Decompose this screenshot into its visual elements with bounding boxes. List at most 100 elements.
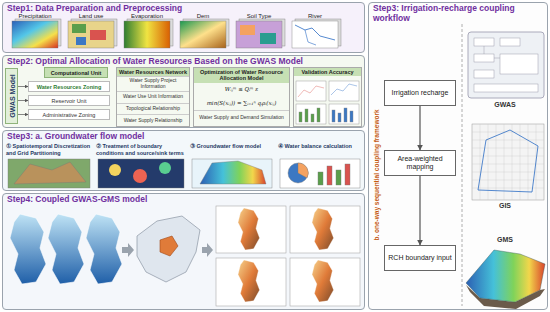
input-thumbnail-part	[124, 21, 170, 48]
image-label: Land use	[79, 13, 104, 19]
workflow-figure-part	[472, 124, 544, 200]
process-box: Area-weighted mapping	[384, 150, 456, 176]
validation-chart-part	[296, 104, 326, 124]
groundwater-figure-part	[327, 166, 332, 185]
image-label: Dem	[197, 13, 210, 19]
validation-chart	[296, 81, 359, 124]
groundwater-figure-part	[200, 161, 266, 184]
validation-chart-part	[317, 108, 320, 122]
node-text: ② Treatment of boundary conditions and s…	[96, 143, 186, 156]
groundwater-figure-part	[14, 162, 86, 184]
groundwater-figure-part	[280, 159, 360, 188]
step-item: ② Treatment of boundary conditions and s…	[96, 143, 186, 158]
input-thumbnail-part	[260, 33, 276, 44]
node-subtext: Water Use Unit Information	[117, 91, 189, 103]
groundwater-figure-part	[298, 163, 308, 178]
connector-arrow	[18, 86, 28, 87]
validation-chart-part	[299, 112, 302, 122]
groundwater-figure-part	[159, 162, 171, 174]
zone-item: Water Resources Zoning	[28, 81, 110, 92]
node-text: GWAS Model	[8, 74, 15, 118]
workflow-figure-part	[474, 38, 494, 46]
node-text: ① Spatiotemporal Discretization and Grid…	[6, 143, 92, 156]
validation-chart-part	[298, 86, 324, 97]
input-thumbnail-part	[292, 21, 338, 48]
input-thumbnail-part	[76, 37, 86, 45]
workflow-figure-part	[494, 58, 500, 59]
node-text: Step4: Coupled GWAS-GMS model	[3, 194, 364, 206]
zone-item: Reservoir Unit	[28, 95, 110, 106]
workflow-figure-part	[462, 24, 463, 306]
groundwater-figure-part	[98, 159, 184, 188]
image-label: Evaporation	[131, 13, 163, 19]
groundwater-figure-part	[109, 164, 121, 176]
validation-chart-part	[332, 110, 335, 122]
groundwater-figure-part	[318, 172, 323, 185]
groundwater-figure-part	[345, 164, 350, 185]
table-column: Optimization of Water Resource Allocatio…	[193, 67, 290, 127]
node-text: Step3: a. Groundwater flow model	[3, 131, 364, 143]
groundwater-figure-part	[8, 159, 90, 188]
table-column: Water Resources NetworkWater Supply Proj…	[116, 67, 190, 127]
node-text: Validation Accuracy	[294, 68, 361, 76]
workflow-figure-part	[478, 130, 538, 192]
coupled-map-part	[216, 258, 286, 306]
input-thumbnail	[12, 19, 341, 48]
coupled-map-part	[238, 260, 260, 302]
workflow-figure-part	[500, 54, 538, 74]
node-text: Water Resources Zoning	[37, 84, 102, 90]
workflow-figure-part	[474, 84, 538, 92]
node-text: Step3: Irrigation-recharge coupling work…	[369, 3, 547, 25]
node-text: ④ Water balance calculation	[278, 143, 362, 150]
panel-ground-part	[2, 193, 365, 310]
validation-chart-part	[331, 84, 357, 95]
node-text: Water Resources Network	[117, 68, 189, 76]
coupled-map-part	[290, 258, 360, 306]
step-panel: Step2: Optimal Allocation of Water Resou…	[2, 55, 365, 128]
process-box: Irrigation recharge	[384, 80, 456, 106]
validation-chart-part	[329, 104, 359, 124]
node-subtext: min(S(xᵢⱼ)) = ∑ᵢ₌₁ⁿ qᵢρᵢ(xᵢⱼ)	[194, 96, 289, 109]
node-subtext: b. one-way sequential coupling framework	[373, 109, 380, 240]
workflow-figure-part	[474, 54, 494, 62]
node-text: Computational Unit	[51, 70, 102, 76]
node-text: Optimization of Water Resource Allocatio…	[194, 68, 289, 83]
input-thumbnail-part	[236, 21, 282, 48]
step-item: ④ Water balance calculation	[278, 143, 362, 158]
coupled-map-part	[312, 208, 334, 250]
input-thumbnail-part	[72, 24, 86, 33]
zone-item: Administrative Zoning	[28, 109, 110, 120]
coupled-map-part	[160, 236, 178, 256]
groundwater-figure-part	[288, 163, 308, 183]
groundwater-figure-part	[133, 169, 147, 183]
node-text: Reservoir Unit	[52, 98, 87, 104]
connector-arrow	[18, 100, 28, 101]
groundwater-figure-part	[336, 170, 341, 185]
coupled-map-part	[238, 208, 260, 250]
validation-chart-part	[329, 81, 359, 101]
step-panel: Step3: Irrigation-recharge coupling work…	[368, 2, 548, 310]
coupled-map-part	[10, 214, 46, 284]
validation-chart-part	[338, 113, 341, 122]
connector-arrow	[18, 114, 28, 115]
step-item: ① Spatiotemporal Discretization and Grid…	[6, 143, 92, 158]
validation-chart-part	[305, 109, 308, 122]
node-subtext: Water Supply Relationship	[117, 114, 189, 126]
coupled-map-part	[290, 206, 360, 253]
workflow-figure-part	[466, 250, 545, 302]
coupled-map-part	[137, 216, 200, 282]
image-label: River	[308, 13, 322, 19]
validation-chart-part	[350, 111, 353, 122]
validation-chart-part	[296, 81, 326, 101]
node-text: Step2: Optimal Allocation of Water Resou…	[3, 56, 364, 68]
image-label: GIS	[499, 202, 511, 209]
image-label: Precipitation	[18, 13, 51, 19]
input-thumbnail-part	[295, 25, 335, 40]
coupled-map-part	[312, 260, 334, 302]
input-thumbnail-part	[240, 25, 255, 35]
validation-chart-part	[311, 114, 314, 122]
coupled-map-part	[122, 243, 134, 257]
node-text: RCH boundary input	[388, 254, 451, 262]
